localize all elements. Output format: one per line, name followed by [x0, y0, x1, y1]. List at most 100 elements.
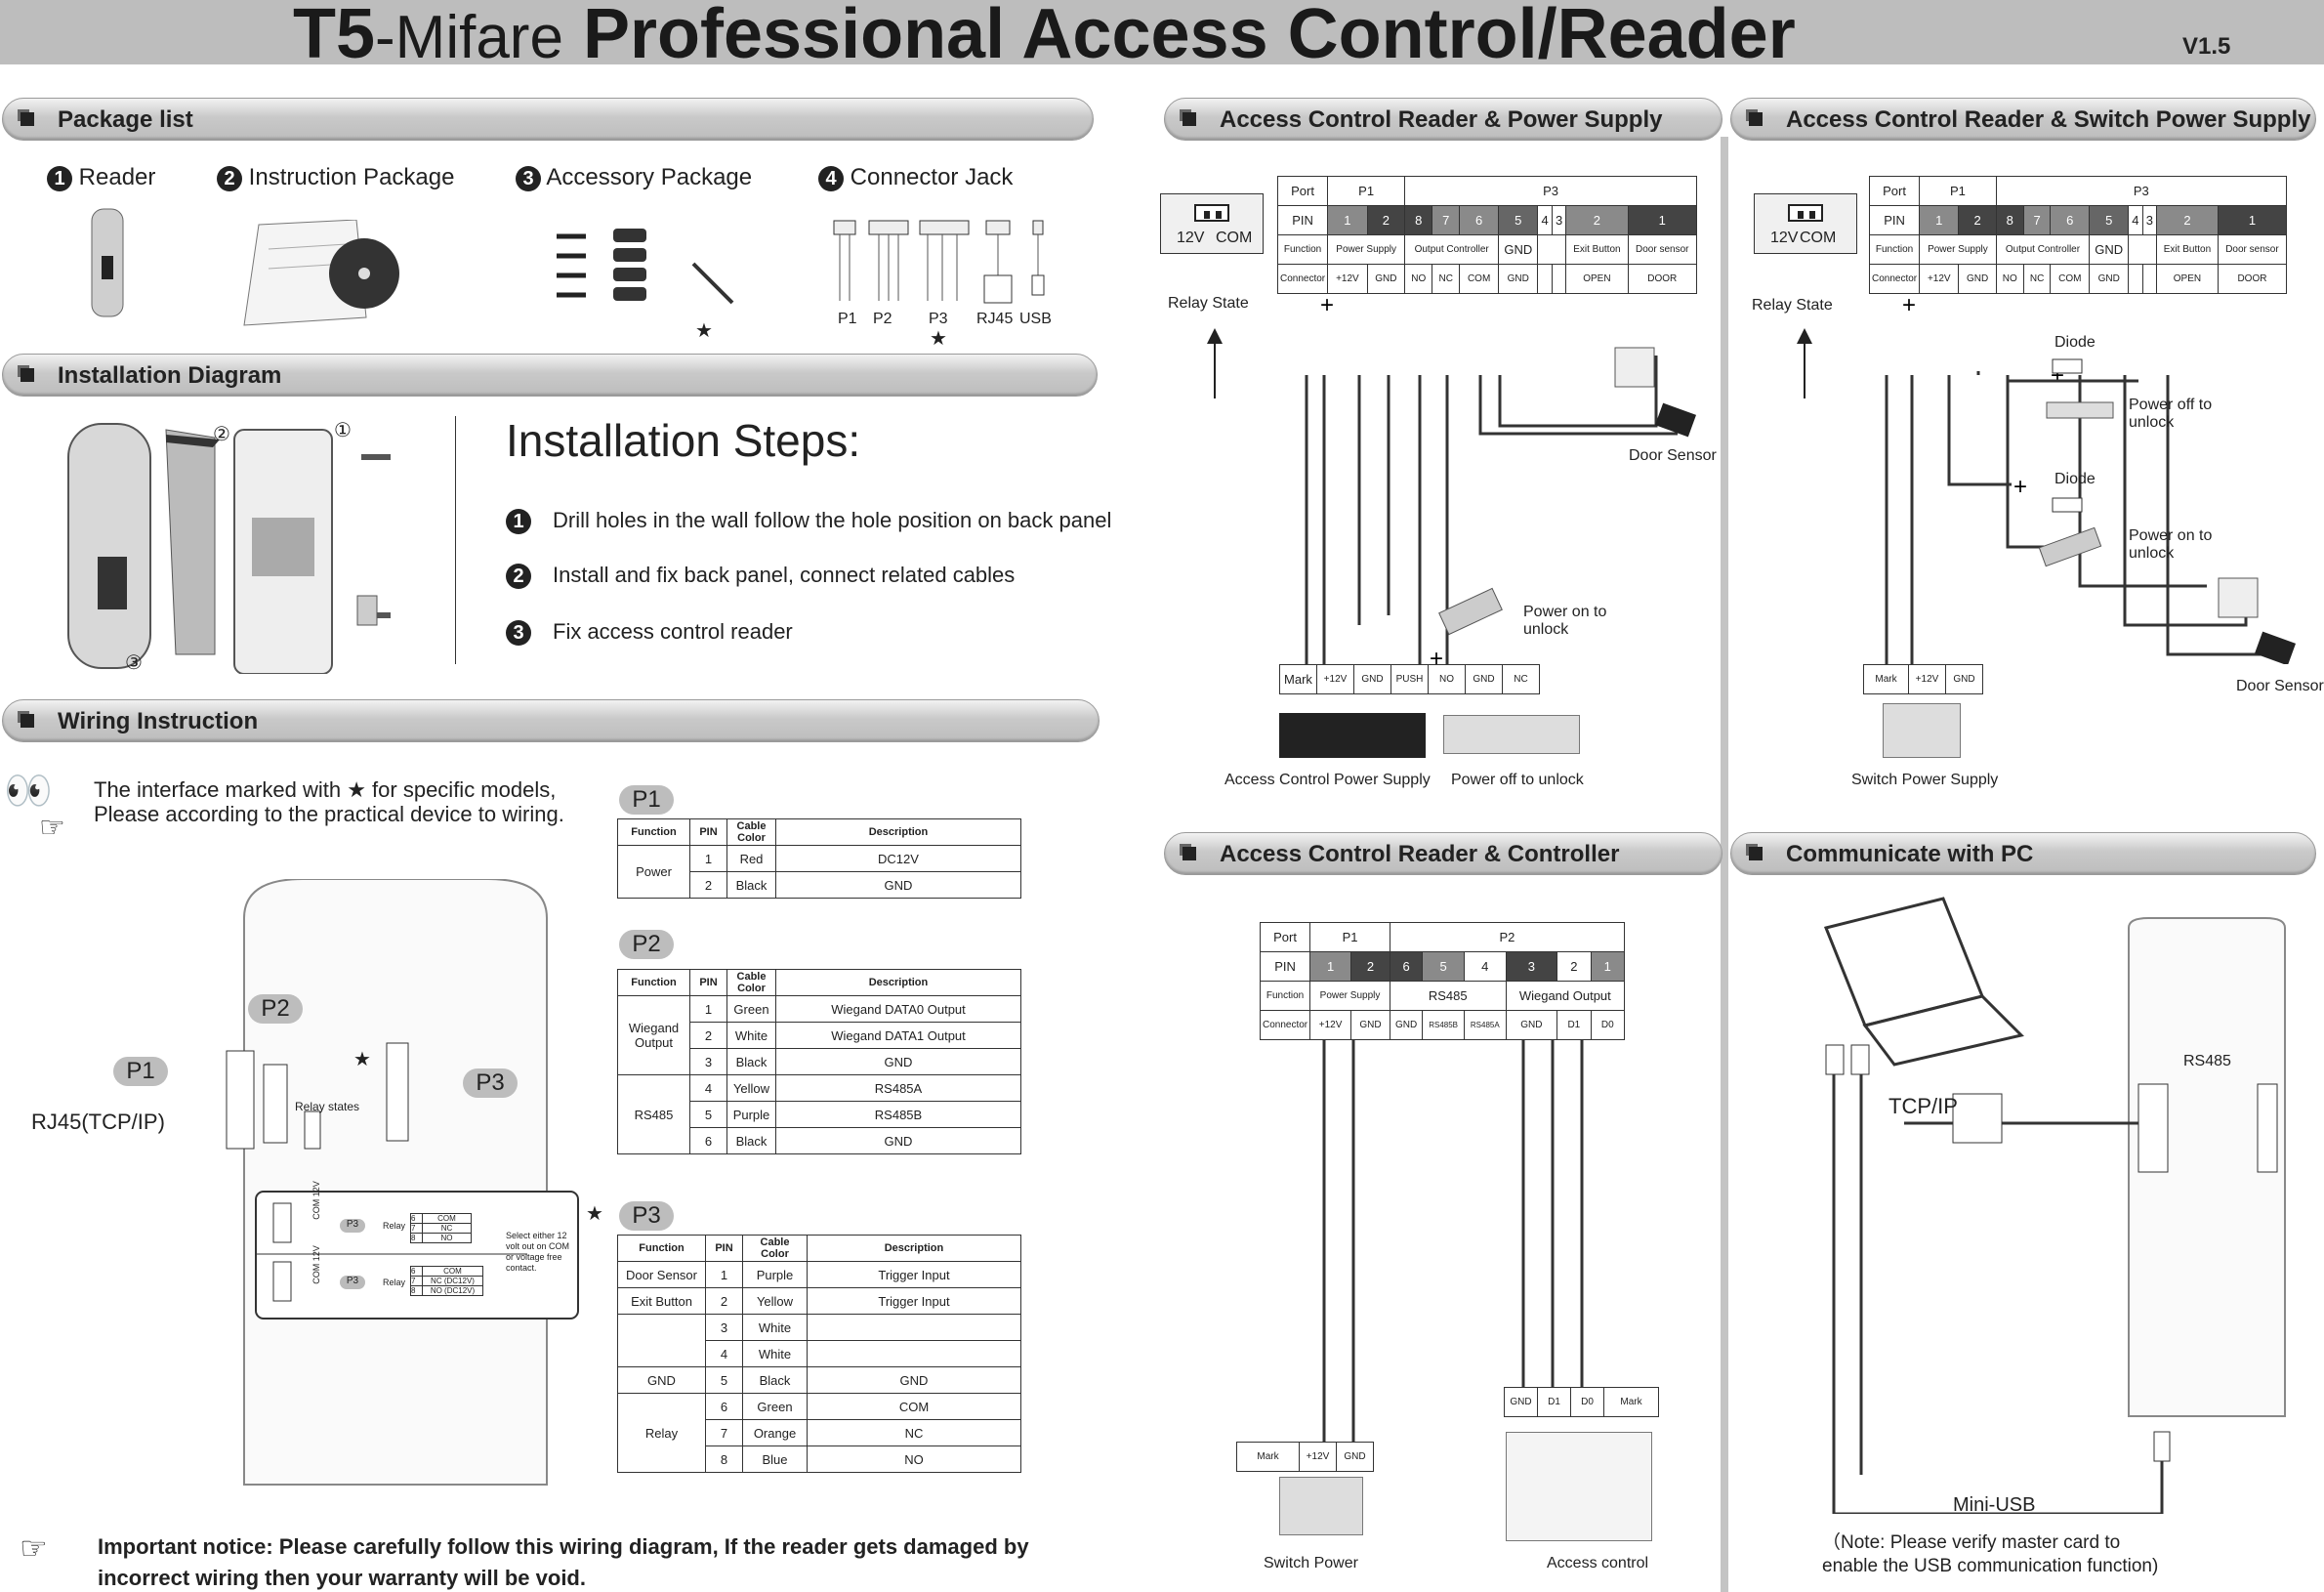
- wiring-lines-panel2: + + +: [1797, 293, 2297, 664]
- door-sensor-label: Door Sensor: [2236, 678, 2324, 694]
- package-item-instruction: 2 Instruction Package: [217, 164, 454, 191]
- important-notice: Important notice: Please carefully follo…: [98, 1534, 1029, 1590]
- connector-jack-image: [833, 220, 1045, 304]
- connector-label-p3: P3: [929, 311, 948, 327]
- installation-image: [67, 423, 391, 674]
- tcpip-label: TCP/IP: [1888, 1094, 1958, 1118]
- pointing-hand-icon: ☞: [20, 1530, 48, 1566]
- reader-image: [91, 208, 124, 317]
- caption-power-supply: Access Control Power Supply: [1224, 772, 1431, 788]
- wiring-lines-panel1: + +: [1207, 293, 1697, 674]
- section-package-list: Package list: [2, 98, 1094, 141]
- package-item-reader: 1 Reader: [47, 164, 155, 191]
- version-label: V1.5: [2182, 33, 2231, 60]
- connector-label-p2: P2: [873, 311, 892, 327]
- label-rj45-tcpip: RJ45(TCP/IP): [31, 1110, 165, 1134]
- section-installation-diagram: Installation Diagram: [2, 354, 1098, 397]
- relay-state-box: 12V COM: [1160, 193, 1264, 254]
- star-icon: ★: [586, 1203, 603, 1225]
- relay-select-note: Select either 12 volt out on COM or volt…: [506, 1231, 570, 1273]
- installation-steps-title: Installation Steps:: [506, 415, 861, 466]
- svg-text:+: +: [1320, 293, 1334, 318]
- relay-label: Relay: [383, 1278, 406, 1287]
- relay-state-label: Relay State: [1752, 297, 1833, 314]
- table-title-p3: P3: [619, 1201, 674, 1231]
- label-p2: P2: [248, 994, 303, 1024]
- package-item-accessory: 3 Accessory Package: [516, 164, 752, 191]
- label-relay-states: Relay states: [295, 1100, 360, 1113]
- caption-switch-power-supply: Switch Power Supply: [1851, 772, 1999, 788]
- section-communicate-pc: Communicate with PC: [1730, 832, 2316, 875]
- power-on-unlock-label: Power on to unlock: [1523, 604, 1607, 638]
- accessory-package-image: [557, 229, 734, 305]
- marker-3: ③: [125, 652, 143, 674]
- relay-p3-pill: P3: [340, 1276, 365, 1289]
- section-reader-controller: Access Control Reader & Controller: [1164, 832, 1722, 875]
- pc-connection-diagram: [1823, 897, 2286, 1514]
- access-control-board-image: [1506, 1432, 1652, 1541]
- star-icon: ★: [695, 320, 713, 342]
- title-bar: [0, 0, 2324, 64]
- label-p1: P1: [113, 1057, 168, 1086]
- wiring-note: The interface marked with ★ for specific…: [94, 777, 564, 826]
- page-title: T5-Mifare Professional Access Control/Re…: [293, 0, 1796, 73]
- divider: [1721, 137, 1728, 1592]
- relay-label: Relay: [383, 1221, 406, 1231]
- relay-jumper-label: COM 12V: [311, 1245, 321, 1284]
- door-sensor-label: Door Sensor: [1629, 447, 1717, 464]
- section-wiring-instruction: Wiring Instruction: [2, 699, 1100, 742]
- switch-power-image: [1883, 703, 1961, 758]
- diode-label: Diode: [2054, 334, 2096, 351]
- marker-2: ②: [213, 424, 230, 445]
- relay-state-box: 12V COM: [1754, 193, 1857, 254]
- caption-access-control: Access control: [1547, 1555, 1649, 1571]
- pointing-hand-icon: ☞: [39, 812, 65, 844]
- connector-label-usb: USB: [1019, 311, 1052, 327]
- switch-power-image: [1279, 1477, 1363, 1535]
- caption-power-off-unlock: Power off to unlock: [1451, 772, 1584, 788]
- section-reader-power-supply: Access Control Reader & Power Supply: [1164, 98, 1722, 141]
- diode-label: Diode: [2054, 471, 2096, 487]
- connector-label-p1: P1: [838, 311, 857, 327]
- connector-label-rj45: RJ45: [976, 311, 1014, 327]
- relay-jumper-label: COM 12V: [311, 1181, 321, 1220]
- relay-p3-pill: P3: [340, 1219, 365, 1233]
- lock-image: [1443, 715, 1580, 754]
- wiring-lines-panel3: [1322, 1039, 1584, 1449]
- star-icon: ★: [930, 328, 947, 350]
- rs485-label: RS485: [2183, 1053, 2231, 1069]
- power-off-unlock-label: Power off to unlock: [2129, 397, 2213, 431]
- marker-1: ①: [334, 420, 352, 441]
- instruction-package-image: [243, 220, 399, 326]
- power-on-unlock-label: Power on to unlock: [2129, 527, 2213, 562]
- eyes-icon: 👀: [4, 770, 53, 813]
- svg-text:+: +: [2013, 474, 2027, 500]
- power-supply-image: [1279, 713, 1426, 758]
- package-item-connector: 4 Connector Jack: [818, 164, 1013, 191]
- relay-state-label: Relay State: [1168, 295, 1249, 312]
- divider: [455, 416, 456, 664]
- mini-usb-label: Mini-USB: [1953, 1494, 2036, 1516]
- reader-back-diagram: [226, 879, 579, 1486]
- table-title-p2: P2: [619, 930, 674, 959]
- caption-switch-power: Switch Power: [1264, 1555, 1358, 1571]
- svg-text:+: +: [1902, 293, 1916, 318]
- table-title-p1: P1: [619, 785, 674, 815]
- section-reader-switch-power: Access Control Reader & Switch Power Sup…: [1730, 98, 2316, 141]
